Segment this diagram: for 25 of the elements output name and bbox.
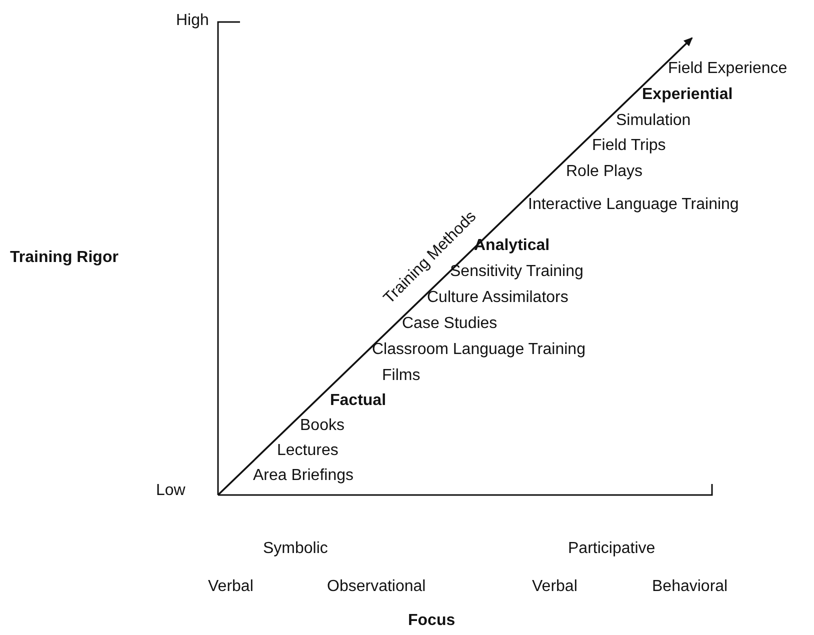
axis-label: Low: [156, 482, 186, 500]
method-label: Interactive Language Training: [528, 196, 739, 214]
category-heading: Analytical: [474, 237, 550, 254]
axis-label: Symbolic: [263, 540, 328, 558]
method-label: Field Trips: [592, 137, 666, 155]
axis-label: Verbal: [532, 578, 578, 596]
method-label: Films: [382, 367, 420, 385]
method-label: Lectures: [277, 442, 338, 460]
category-heading: Factual: [330, 392, 386, 410]
axis-label: Observational: [327, 578, 426, 596]
axis-label: Participative: [568, 540, 656, 558]
method-label: Case Studies: [402, 315, 498, 333]
category-heading: Experiential: [642, 86, 733, 104]
method-label: Field Experience: [668, 60, 788, 78]
method-label: Role Plays: [566, 163, 642, 181]
axis-label: Verbal: [208, 578, 254, 596]
method-label: Area Briefings: [253, 467, 354, 485]
axis-label: Behavioral: [652, 578, 728, 596]
axis-title: Training Rigor: [10, 249, 118, 267]
method-label: Simulation: [616, 112, 691, 130]
method-label: Books: [300, 417, 344, 435]
axis-title: Focus: [408, 612, 456, 630]
method-label: Sensitivity Training: [450, 263, 584, 281]
method-label: Classroom Language Training: [372, 341, 586, 359]
axis-label: High: [176, 12, 209, 30]
